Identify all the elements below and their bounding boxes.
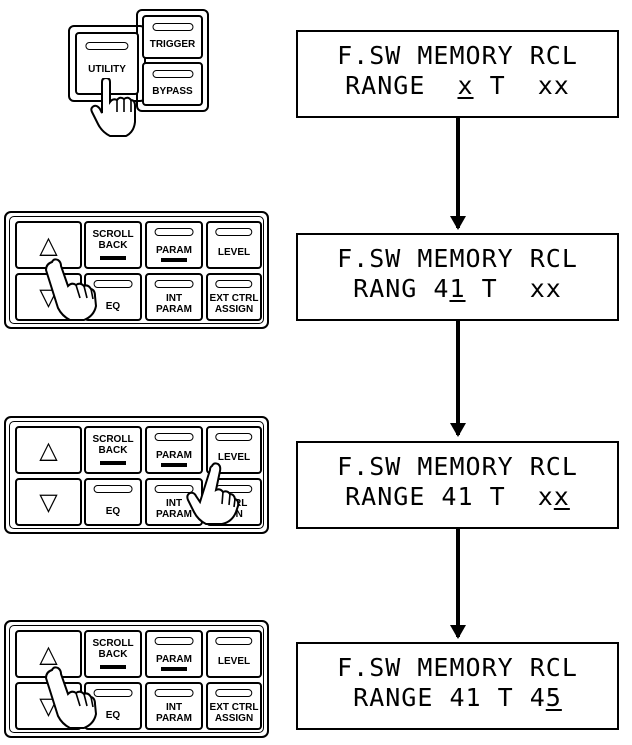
ext-ctrl-label-1: CTRL [220, 498, 248, 509]
int-param-label-2: PARAM [156, 304, 192, 315]
left-pointer-icon [100, 665, 126, 669]
lcd-line-1: F.SW MEMORY RCL [337, 653, 578, 682]
eq-button[interactable]: EQ [84, 273, 142, 321]
level-button[interactable]: LEVEL [206, 221, 262, 269]
down-triangle-icon: ▽ [39, 489, 58, 516]
param-button[interactable]: PARAM [145, 221, 203, 269]
down-triangle-icon: ▽ [39, 284, 58, 311]
scroll-back-button[interactable]: SCROLL BACK [84, 426, 142, 474]
level-label: LEVEL [217, 452, 251, 463]
param-label: PARAM [156, 654, 192, 665]
utility-label: UTILITY [88, 64, 126, 75]
int-param-button[interactable]: INT PARAM [145, 478, 203, 526]
param-label: PARAM [156, 245, 192, 256]
eq-label: EQ [105, 710, 121, 721]
keypad-panel-2: △ ▽ SCROLL BACK PARAM LEVEL EQ INT PARAM… [4, 211, 269, 329]
int-param-button[interactable]: INT PARAM [145, 682, 203, 730]
up-arrow-button[interactable]: △ [15, 630, 82, 678]
lcd-display-3: F.SW MEMORY RCL RANGE 41 T xx [296, 441, 619, 529]
int-param-label-2: PARAM [156, 509, 192, 520]
right-pointer-icon [161, 258, 187, 262]
int-param-label-2: PARAM [156, 713, 192, 724]
up-triangle-icon: △ [39, 232, 58, 259]
scroll-back-label-2: BACK [98, 445, 128, 456]
down-arrow-icon [450, 321, 466, 437]
int-param-label-1: INT [165, 702, 183, 713]
up-arrow-button[interactable]: △ [15, 426, 82, 474]
lcd-line-1: F.SW MEMORY RCL [337, 41, 578, 70]
lcd-line-2: RANGE 41 T 45 [353, 683, 562, 712]
trigger-label: TRIGGER [149, 39, 196, 50]
down-arrow-button[interactable]: ▽ [15, 273, 82, 321]
scroll-back-button[interactable]: SCROLL BACK [84, 630, 142, 678]
lcd-display-4: F.SW MEMORY RCL RANGE 41 T 45 [296, 642, 619, 730]
lcd-display-2: F.SW MEMORY RCL RANG 41 T xx [296, 233, 619, 321]
int-param-button[interactable]: INT PARAM [145, 273, 203, 321]
keypad-panel-4: △ ▽ SCROLL BACK PARAM LEVEL EQ INT PARAM… [4, 620, 269, 738]
eq-label: EQ [105, 506, 121, 517]
ext-ctrl-label-1: EXT CTRL [209, 702, 259, 713]
left-pointer-icon [100, 256, 126, 260]
bypass-label: BYPASS [152, 86, 193, 97]
bypass-button[interactable]: BYPASS [142, 62, 203, 106]
scroll-back-label-2: BACK [98, 240, 128, 251]
down-arrow-icon [450, 118, 466, 230]
lcd-line-1: F.SW MEMORY RCL [337, 452, 578, 481]
level-label: LEVEL [217, 656, 251, 667]
up-arrow-button[interactable]: △ [15, 221, 82, 269]
scroll-back-button[interactable]: SCROLL BACK [84, 221, 142, 269]
up-triangle-icon: △ [39, 437, 58, 464]
down-arrow-button[interactable]: ▽ [15, 682, 82, 730]
scroll-back-label-1: SCROLL [92, 229, 134, 240]
eq-button[interactable]: EQ [84, 682, 142, 730]
scroll-back-label-1: SCROLL [92, 434, 134, 445]
ext-ctrl-label-1: EXT CTRL [209, 293, 259, 304]
ext-ctrl-label-2: ASSIGN [214, 304, 254, 315]
ext-ctrl-assign-button[interactable]: CTRL IGN [206, 478, 262, 526]
lcd-line-1: F.SW MEMORY RCL [337, 244, 578, 273]
ext-ctrl-label-2: IGN [225, 509, 243, 520]
int-param-label-1: INT [165, 293, 183, 304]
ext-ctrl-label-2: ASSIGN [214, 713, 254, 724]
down-arrow-button[interactable]: ▽ [15, 478, 82, 526]
keypad-panel-3: △ ▽ SCROLL BACK PARAM LEVEL EQ INT PARAM… [4, 416, 269, 534]
down-arrow-icon [450, 529, 466, 639]
lcd-line-2: RANGE x T xx [345, 71, 570, 100]
left-pointer-icon [100, 461, 126, 465]
lcd-display-1: F.SW MEMORY RCL RANGE x T xx [296, 30, 619, 118]
utility-panel: UTILITY TRIGGER BYPASS [68, 9, 209, 112]
utility-button[interactable]: UTILITY [75, 32, 139, 95]
right-pointer-icon [161, 463, 187, 467]
param-button[interactable]: PARAM [145, 426, 203, 474]
ext-ctrl-assign-button[interactable]: EXT CTRL ASSIGN [206, 682, 262, 730]
level-label: LEVEL [217, 247, 251, 258]
param-button[interactable]: PARAM [145, 630, 203, 678]
int-param-label-1: INT [165, 498, 183, 509]
ext-ctrl-assign-button[interactable]: EXT CTRL ASSIGN [206, 273, 262, 321]
right-pointer-icon [161, 667, 187, 671]
up-triangle-icon: △ [39, 641, 58, 668]
lcd-line-2: RANG 41 T xx [353, 274, 562, 303]
param-label: PARAM [156, 450, 192, 461]
down-triangle-icon: ▽ [39, 693, 58, 720]
level-button[interactable]: LEVEL [206, 630, 262, 678]
trigger-button[interactable]: TRIGGER [142, 15, 203, 59]
scroll-back-label-2: BACK [98, 649, 128, 660]
level-button[interactable]: LEVEL [206, 426, 262, 474]
lcd-line-2: RANGE 41 T xx [345, 482, 570, 511]
eq-button[interactable]: EQ [84, 478, 142, 526]
eq-label: EQ [105, 301, 121, 312]
scroll-back-label-1: SCROLL [92, 638, 134, 649]
